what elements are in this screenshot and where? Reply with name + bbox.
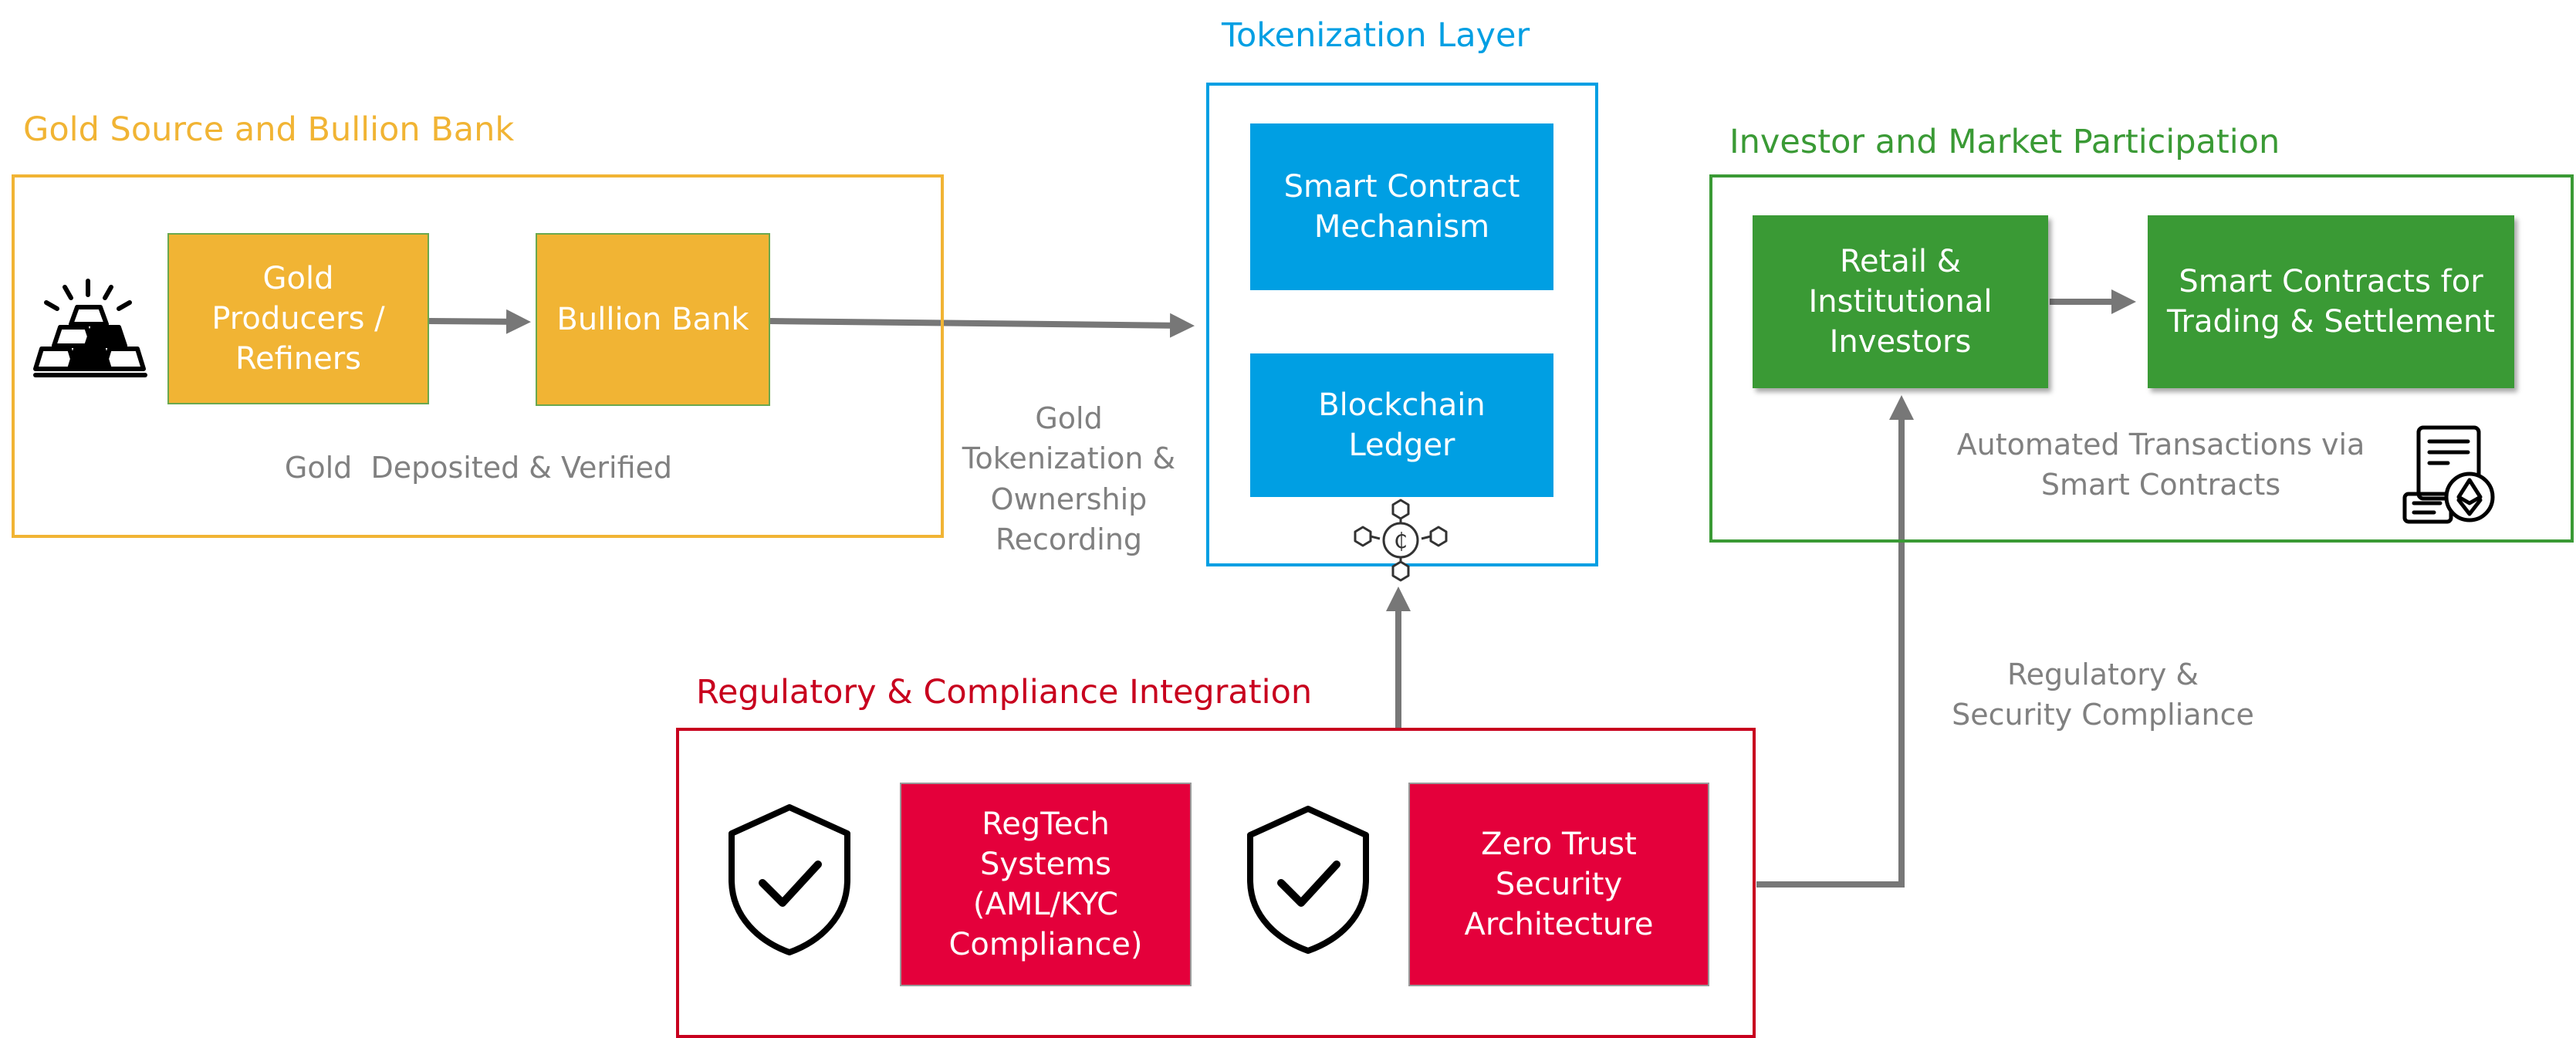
blockchain-coin-icon: ₵ xyxy=(1354,499,1448,582)
investor-section-frame xyxy=(1709,174,2574,543)
shield-check-icon xyxy=(1247,806,1369,954)
compliance-flow-label: Regulatory & Security Compliance xyxy=(1952,658,2254,732)
svg-text:₵: ₵ xyxy=(1394,528,1408,553)
automated-transactions-caption: Automated Transactions via Smart Contrac… xyxy=(1956,428,2365,502)
gold-producers-box: Gold Producers / Refiners xyxy=(167,233,429,404)
arrow-producers-to-bank xyxy=(428,309,531,334)
gold-bars-icon xyxy=(33,279,147,377)
regulatory-section-frame xyxy=(676,728,1756,1038)
smart-contracts-trading-box: Smart Contracts for Trading & Settlement xyxy=(2148,215,2514,388)
zero-trust-security-box: Zero Trust Security Architecture xyxy=(1408,783,1709,986)
regulatory-section-title: Regulatory & Compliance Integration xyxy=(696,673,1313,712)
smart-contract-document-icon xyxy=(2402,425,2495,524)
gold-section-title: Gold Source and Bullion Bank xyxy=(23,110,515,149)
regtech-systems-box: RegTech Systems (AML/KYC Compliance) xyxy=(900,783,1192,986)
bullion-bank-box: Bullion Bank xyxy=(536,233,770,406)
blockchain-ledger-box: Blockchain Ledger xyxy=(1250,353,1553,497)
shield-check-icon xyxy=(729,804,850,955)
tokenization-flow-label: Gold Tokenization & Ownership Recording xyxy=(962,401,1176,557)
retail-institutional-investors-box: Retail & Institutional Investors xyxy=(1753,215,2048,388)
smart-contract-mechanism-box: Smart Contract Mechanism xyxy=(1250,123,1553,290)
gold-section-frame xyxy=(12,174,944,538)
tokenization-title: Tokenization Layer xyxy=(1222,16,1530,55)
gold-deposited-caption: Gold Deposited & Verified xyxy=(284,451,673,485)
arrow-bank-to-tokenization xyxy=(769,313,1195,338)
arrow-regulatory-to-investors xyxy=(1756,395,1914,888)
investor-section-title: Investor and Market Participation xyxy=(1729,123,2280,161)
